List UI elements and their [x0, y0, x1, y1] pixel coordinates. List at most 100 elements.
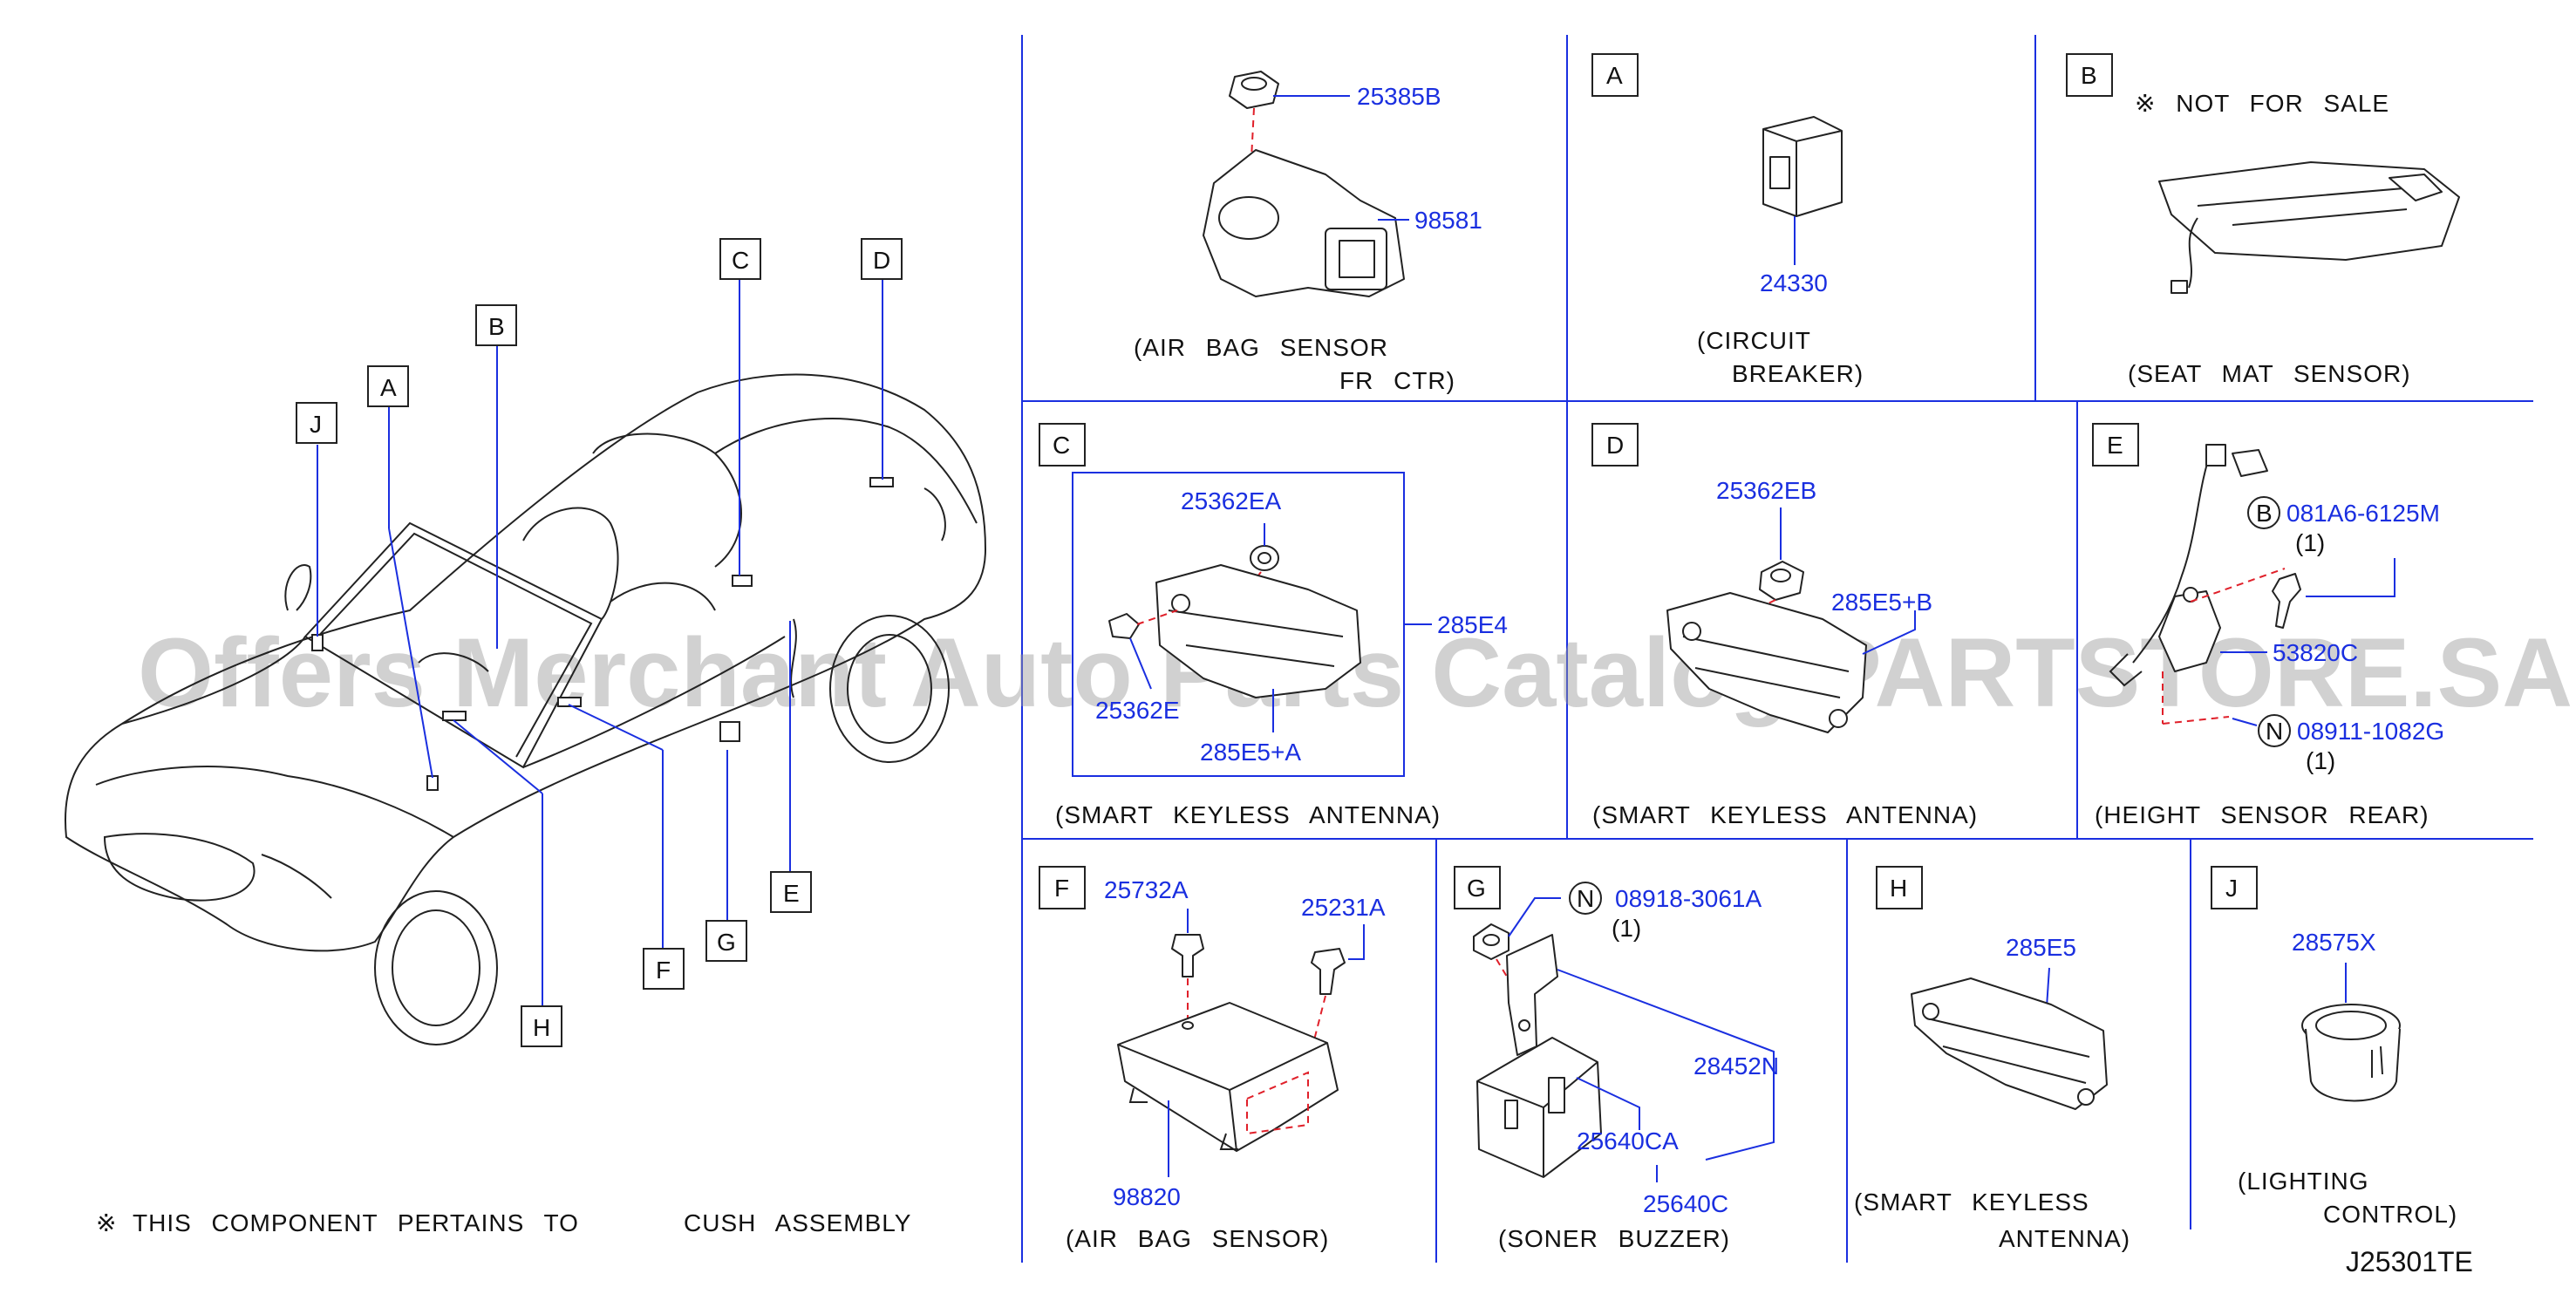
circle-b-text: B — [2256, 500, 2273, 527]
panel-d-letter-box — [1591, 423, 1639, 467]
car-label-box-h — [521, 1005, 562, 1047]
car-label-d: D — [873, 247, 891, 274]
panel-h-letter: H — [1890, 875, 1908, 902]
part-53820c: 53820C — [2273, 639, 2358, 666]
panel-a-circuit-breaker: A 24330 (CIRCUIT BREAKER) — [1591, 53, 1863, 387]
part-25640c: 25640C — [1643, 1190, 1728, 1217]
caption-airbag-fr-1: (AIR BAG SENSOR — [1134, 334, 1388, 361]
panel-j-lighting-control: J 28575X (LIGHTING CONTROL) — [2211, 866, 2457, 1228]
part-25362e: 25362E — [1095, 697, 1180, 724]
part-25732a: 25732A — [1104, 876, 1189, 903]
panel-f-letter: F — [1054, 875, 1070, 902]
panel-j-letter: J — [2225, 875, 2239, 902]
footnote: ※ THIS COMPONENT PERTAINS TO CUSH ASSEMB… — [96, 1209, 910, 1236]
car-label-e: E — [783, 880, 801, 907]
panel-h-smart-keyless: H 285E5 (SMART KEYLESS ANTENNA) — [1854, 866, 2130, 1252]
height-sensor-53820c — [2158, 590, 2221, 672]
car-label-g: G — [717, 929, 737, 956]
part-25640ca: 25640CA — [1577, 1127, 1679, 1154]
car-label-boxes: A B C D E F G H J — [296, 238, 903, 1047]
caption-g: (SONER BUZZER) — [1498, 1225, 1730, 1252]
car-label-j: J — [310, 411, 323, 438]
panel-d-smart-keyless: D 25362EB 285E5+B (SMART KEYLESS ANTENNA… — [1591, 423, 1978, 828]
bracket-28452n — [1506, 934, 1558, 1056]
caption-a-1: (CIRCUIT — [1697, 327, 1811, 354]
airbag-sensor-98820 — [1117, 1002, 1339, 1152]
clip-25362e — [1108, 613, 1140, 639]
seat-mat-sensor — [2158, 161, 2460, 261]
bolt-25732a — [1171, 934, 1204, 977]
car-label-h: H — [533, 1014, 551, 1041]
panel-g-letter-box — [1454, 866, 1501, 909]
circle-n-g — [1569, 882, 1602, 915]
car-label-c: C — [732, 247, 750, 274]
car-label-box-b — [475, 304, 517, 346]
panel-b-note: ※ NOT FOR SALE — [2135, 90, 2389, 117]
part-28575x: 28575X — [2292, 929, 2376, 956]
part-285e5-a: 285E5+A — [1200, 739, 1301, 766]
footnote-symbol: ※ — [96, 1209, 116, 1236]
caption-c: (SMART KEYLESS ANTENNA) — [1055, 801, 1441, 828]
caption-airbag-fr-2: FR CTR) — [1339, 367, 1455, 394]
qty-081a6: (1) — [2295, 529, 2325, 556]
car-label-b: B — [488, 313, 506, 340]
part-24330: 24330 — [1760, 269, 1828, 296]
circle-n-e-text: N — [2266, 718, 2283, 745]
caption-b: (SEAT MAT SENSOR) — [2128, 360, 2411, 387]
panel-airbag-sensor-fr-ctr: 25385B 98581 (AIR BAG SENSOR FR CTR) — [1134, 71, 1482, 394]
part-25385b: 25385B — [1357, 83, 1441, 110]
car-label-box-g — [705, 920, 747, 962]
panel-b-letter: B — [2081, 62, 2098, 89]
diagram-code: J25301TE — [2346, 1246, 2473, 1277]
panel-a-letter-box — [1591, 53, 1639, 97]
panel-c-letter-box — [1039, 423, 1086, 467]
antenna-285e5-a — [1155, 564, 1361, 698]
part-08918-3061a: 08918-3061A — [1615, 885, 1762, 912]
circle-n-e — [2258, 714, 2291, 747]
car-label-box-c — [719, 238, 761, 280]
circuit-breaker-24330 — [1762, 116, 1843, 217]
component-f-mark — [557, 697, 582, 707]
car-label-box-a — [367, 365, 409, 407]
circle-n-g-text: N — [1577, 885, 1594, 912]
qty-08911: (1) — [2306, 747, 2335, 774]
car-leader-lines — [317, 279, 883, 1008]
caption-h-1: (SMART KEYLESS — [1854, 1188, 2089, 1216]
panel-f-letter-box — [1039, 866, 1086, 909]
panel-j-letter-box — [2211, 866, 2258, 909]
caption-h-2: ANTENNA) — [1999, 1225, 2130, 1252]
component-c-mark — [732, 575, 753, 587]
car-label-f: F — [656, 957, 671, 984]
panel-b-seat-mat-sensor: B ※ NOT FOR SALE (SEAT MAT SENSOR) — [2066, 53, 2460, 387]
car-label-box-f — [643, 948, 685, 990]
footnote-text: THIS COMPONENT PERTAINS TO — [133, 1209, 579, 1236]
part-081a6-6125m: 081A6-6125M — [2286, 500, 2440, 527]
antenna-285e5 — [1911, 977, 2108, 1110]
panel-c-letter: C — [1053, 432, 1071, 459]
bolt-25231a — [1311, 948, 1346, 995]
caption-d: (SMART KEYLESS ANTENNA) — [1592, 801, 1978, 828]
caption-e: (HEIGHT SENSOR REAR) — [2095, 801, 2429, 828]
component-a-mark — [426, 775, 439, 791]
qty-08918: (1) — [1612, 915, 1641, 942]
part-285e4: 285E4 — [1437, 611, 1508, 638]
panel-a-letter: A — [1606, 62, 1624, 89]
panel-c-smart-keyless: C 25362EA 25362E 285E5+A 285E4 (SMART KE… — [1039, 423, 1508, 828]
part-98581: 98581 — [1414, 207, 1482, 234]
caption-f: (AIR BAG SENSOR) — [1066, 1225, 1329, 1252]
car-label-box-e — [770, 871, 812, 913]
panel-h-letter-box — [1876, 866, 1923, 909]
car-illustration — [65, 373, 987, 1045]
panel-g-letter: G — [1467, 875, 1487, 902]
part-28452n: 28452N — [1693, 1052, 1779, 1079]
part-25362ea: 25362EA — [1181, 487, 1282, 514]
panel-g-soner-buzzer: G N 08918-3061A (1) 28452N 25640CA 25640… — [1454, 866, 1779, 1252]
car-label-box-j — [296, 402, 337, 444]
part-285e5: 285E5 — [2006, 934, 2076, 961]
car-label-a: A — [380, 374, 398, 401]
part-25362eb: 25362EB — [1716, 477, 1816, 504]
panel-b-letter-box — [2066, 53, 2113, 97]
buzzer-25640ca — [1476, 1037, 1602, 1178]
panel-e-height-sensor: E B 081A6-6125M (1) 53820C N 08911-1082G… — [2092, 423, 2444, 828]
